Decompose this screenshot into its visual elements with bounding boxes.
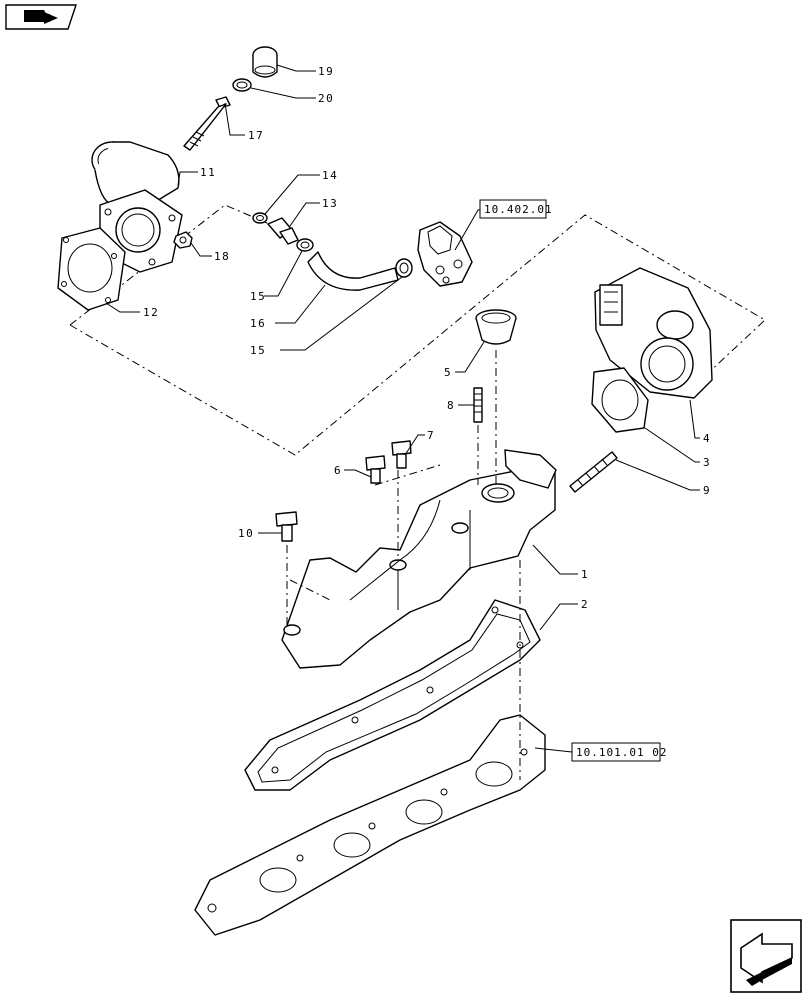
next-page-arrow-icon[interactable] [730,919,802,993]
part-10-bolt [275,511,298,542]
part-19-cap [252,46,278,78]
part-11-elbow-housing [91,141,183,273]
part-5-sleeve [475,309,517,345]
callout-4: 4 [703,432,711,445]
part-4-throttle-body [594,267,713,399]
part-12-gasket [57,227,126,311]
callout-10: 10 [238,527,254,540]
part-1-intake-manifold [281,449,557,669]
part-15-clamp-upper [296,238,314,252]
callout-6: 6 [334,464,342,477]
reference-label-top: 10.402.01 [484,203,553,216]
callout-13: 13 [322,197,338,210]
callout-3: 3 [703,456,711,469]
callout-16: 16 [250,317,266,330]
part-2-manifold-gasket [244,599,541,791]
part-20-washer [232,78,252,92]
part-9-stud [569,451,618,493]
part-18-nut [173,231,193,249]
callout-14: 14 [322,169,338,182]
part-6-bolt [365,455,386,484]
callout-9: 9 [703,484,711,497]
book-arrow-icon[interactable] [5,4,77,30]
callout-8: 8 [447,399,455,412]
callout-15-lower: 15 [250,344,266,357]
callout-17: 17 [248,129,264,142]
part-16-hose [307,251,413,291]
callout-labels: 19 20 17 11 14 13 18 12 15 16 15 5 8 7 6… [143,65,711,611]
callout-1: 1 [581,568,589,581]
callout-5: 5 [444,366,452,379]
callout-18: 18 [214,250,230,263]
callout-2: 2 [581,598,589,611]
alignment-lines [286,350,521,780]
part-7-bolt [391,440,412,469]
callout-15-upper: 15 [250,290,266,303]
reference-10-101-01-02[interactable]: 10.101.01 02 [571,742,667,762]
reference-label-bottom: 10.101.01 02 [576,746,667,759]
part-8-stud [473,387,483,423]
callout-7: 7 [427,429,435,442]
part-17-bolt [183,96,231,151]
part-3-gasket [591,367,649,433]
egr-valve [417,221,473,287]
reference-10-402-01[interactable]: 10.402.01 [479,199,553,219]
part-14-washer [252,212,268,224]
callout-12: 12 [143,306,159,319]
callout-20: 20 [318,92,334,105]
callout-19: 19 [318,65,334,78]
cylinder-head [194,714,546,936]
callout-11: 11 [200,166,216,179]
part-13-fitting [267,217,299,245]
